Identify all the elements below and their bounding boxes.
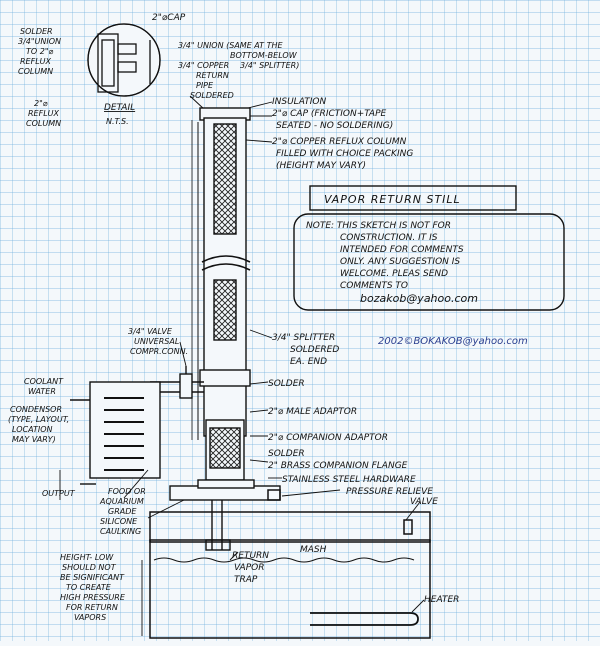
svg-text:CONSTRUCTION. IT IS: CONSTRUCTION. IT IS <box>340 233 438 243</box>
height-note-label: HEIGHT- LOW SHOULD NOT BE SIGNIFICANT TO… <box>60 553 126 622</box>
svg-text:3/4" VALVE: 3/4" VALVE <box>128 327 173 336</box>
svg-text:REFLUX: REFLUX <box>20 57 52 66</box>
detail-solder-union-label: SOLDER 3/4"UNION TO 2"⌀ REFLUX COLUMN <box>18 27 61 76</box>
svg-text:RETURN: RETURN <box>232 551 269 561</box>
valve-and-condenser <box>70 366 204 485</box>
svg-text:3/4" SPLITTER): 3/4" SPLITTER) <box>240 61 299 70</box>
svg-text:PIPE: PIPE <box>196 81 214 90</box>
svg-text:SOLDERED: SOLDERED <box>190 91 234 100</box>
svg-text:COLUMN: COLUMN <box>26 119 61 128</box>
svg-text:VAPOR: VAPOR <box>234 563 264 573</box>
svg-text:WATER: WATER <box>28 387 56 396</box>
detail-view <box>87 23 206 111</box>
detail-union-label: 3/4" UNION (SAME AT THE BOTTOM-BELOW 3/4… <box>178 41 299 70</box>
coolant-label: COOLANT WATER <box>24 377 64 396</box>
svg-text:EA. END: EA. END <box>290 357 327 367</box>
svg-text:WELCOME. PLEAS SEND: WELCOME. PLEAS SEND <box>340 269 448 279</box>
svg-text:SOLDERED: SOLDERED <box>290 345 339 355</box>
svg-text:3/4"UNION: 3/4"UNION <box>18 37 61 46</box>
svg-text:VALVE: VALVE <box>410 497 438 507</box>
svg-text:COMMENTS TO: COMMENTS TO <box>340 281 408 291</box>
svg-text:AQUARIUM: AQUARIUM <box>99 497 144 506</box>
svg-text:MAY VARY): MAY VARY) <box>12 435 56 444</box>
svg-text:(HEIGHT MAY VARY): (HEIGHT MAY VARY) <box>276 161 366 171</box>
detail-nts: N.T.S. <box>106 117 129 126</box>
return-trap-label: RETURN VAPOR TRAP <box>232 551 269 585</box>
svg-text:3/4" SPLITTER: 3/4" SPLITTER <box>272 333 335 343</box>
credit-line: 2002©BOKAKOB@yahoo.com <box>378 336 528 347</box>
condensor-label: CONDENSOR (TYPE, LAYOUT, LOCATION MAY VA… <box>8 405 69 444</box>
svg-text:SHOULD NOT: SHOULD NOT <box>62 563 117 572</box>
svg-text:2"⌀ CAP (FRICTION+TAPE: 2"⌀ CAP (FRICTION+TAPE <box>272 109 387 119</box>
svg-text:SILICONE: SILICONE <box>100 517 138 526</box>
svg-text:COOLANT: COOLANT <box>24 377 64 386</box>
svg-text:FOR RETURN: FOR RETURN <box>66 603 118 612</box>
splitter-label: 3/4" SPLITTER SOLDERED EA. END <box>272 333 339 367</box>
detail-cap-label: 2"⌀CAP <box>152 13 186 23</box>
svg-text:RETURN: RETURN <box>196 71 229 80</box>
svg-text:SOLDER: SOLDER <box>20 27 53 36</box>
boiler-tank <box>149 489 431 639</box>
mash-label: MASH <box>300 545 327 555</box>
svg-text:FILLED WITH CHOICE PACKING: FILLED WITH CHOICE PACKING <box>276 149 413 159</box>
title-box: VAPOR RETURN STILL <box>309 185 517 211</box>
heater-label: HEATER <box>424 595 459 605</box>
svg-text:2"⌀ COPPER REFLUX COLUMN: 2"⌀ COPPER REFLUX COLUMN <box>272 137 407 147</box>
svg-text:REFLUX: REFLUX <box>28 109 60 118</box>
detail-title: DETAIL <box>104 103 135 113</box>
svg-text:VAPOR RETURN STILL: VAPOR RETURN STILL <box>324 193 461 206</box>
svg-text:ONLY. ANY SUGGESTION IS: ONLY. ANY SUGGESTION IS <box>340 257 460 267</box>
svg-text:CAULKING: CAULKING <box>100 527 141 536</box>
flange-label: 2" BRASS COMPANION FLANGE <box>268 461 408 471</box>
insulation-label: INSULATION <box>272 97 326 107</box>
svg-text:TO CREATE: TO CREATE <box>66 583 112 592</box>
svg-text:INTENDED FOR COMMENTS: INTENDED FOR COMMENTS <box>340 245 464 255</box>
svg-text:GRADE: GRADE <box>108 507 137 516</box>
svg-text:NOTE: THIS SKETCH IS NOT FOR: NOTE: THIS SKETCH IS NOT FOR <box>306 221 451 231</box>
svg-text:FOOD OR: FOOD OR <box>108 487 146 496</box>
svg-text:CONDENSOR: CONDENSOR <box>10 405 62 414</box>
svg-text:TO 2"⌀: TO 2"⌀ <box>26 47 53 56</box>
svg-text:SEATED - NO SOLDERING): SEATED - NO SOLDERING) <box>276 121 393 131</box>
svg-text:LOCATION: LOCATION <box>12 425 53 434</box>
detail-reflux-column-label: 2"⌀ REFLUX COLUMN <box>26 99 61 128</box>
male-adaptor-label: 2"⌀ MALE ADAPTOR <box>268 407 357 417</box>
note-email: bozakob@yahoo.com <box>360 292 478 305</box>
svg-text:COLUMN: COLUMN <box>18 67 53 76</box>
cap-label: 2"⌀ CAP (FRICTION+TAPE SEATED - NO SOLDE… <box>272 109 393 131</box>
svg-text:3/4" COPPER: 3/4" COPPER <box>178 61 229 70</box>
svg-text:PRESSURE RELIEVE: PRESSURE RELIEVE <box>346 487 433 497</box>
solder-label-bottom: SOLDER <box>268 449 305 459</box>
svg-text:3/4" UNION (SAME AT THE: 3/4" UNION (SAME AT THE <box>178 41 284 50</box>
svg-text:UNIVERSAL: UNIVERSAL <box>134 337 179 346</box>
leader-lines <box>59 101 425 636</box>
svg-text:2"⌀: 2"⌀ <box>34 99 48 108</box>
output-label: OUTPUT <box>42 489 76 498</box>
note-box: NOTE: THIS SKETCH IS NOT FOR CONSTRUCTIO… <box>293 213 565 311</box>
svg-text:HIGH PRESSURE: HIGH PRESSURE <box>60 593 126 602</box>
svg-text:COMPR.CONN.: COMPR.CONN. <box>130 347 188 356</box>
hardware-label: STAINLESS STEEL HARDWARE <box>282 475 416 485</box>
svg-text:BOTTOM-BELOW: BOTTOM-BELOW <box>230 51 298 60</box>
solder-label-top: SOLDER <box>268 379 305 389</box>
valve-label: 3/4" VALVE UNIVERSAL COMPR.CONN. <box>128 327 188 356</box>
svg-text:VAPORS: VAPORS <box>74 613 106 622</box>
svg-text:HEIGHT- LOW: HEIGHT- LOW <box>60 553 114 562</box>
copper-column-label: 2"⌀ COPPER REFLUX COLUMN FILLED WITH CHO… <box>272 137 413 171</box>
svg-text:TRAP: TRAP <box>234 575 258 585</box>
pressure-valve-label: PRESSURE RELIEVE VALVE <box>346 487 438 507</box>
reflux-column <box>169 107 281 551</box>
detail-copper-return-label: 3/4" COPPER RETURN PIPE SOLDERED <box>178 61 234 100</box>
caulking-label: FOOD OR AQUARIUM GRADE SILICONE CAULKING <box>99 487 146 536</box>
svg-text:(TYPE, LAYOUT,: (TYPE, LAYOUT, <box>8 415 69 424</box>
companion-adaptor-label: 2"⌀ COMPANION ADAPTOR <box>268 433 388 443</box>
svg-text:BE SIGNIFICANT: BE SIGNIFICANT <box>60 573 125 582</box>
